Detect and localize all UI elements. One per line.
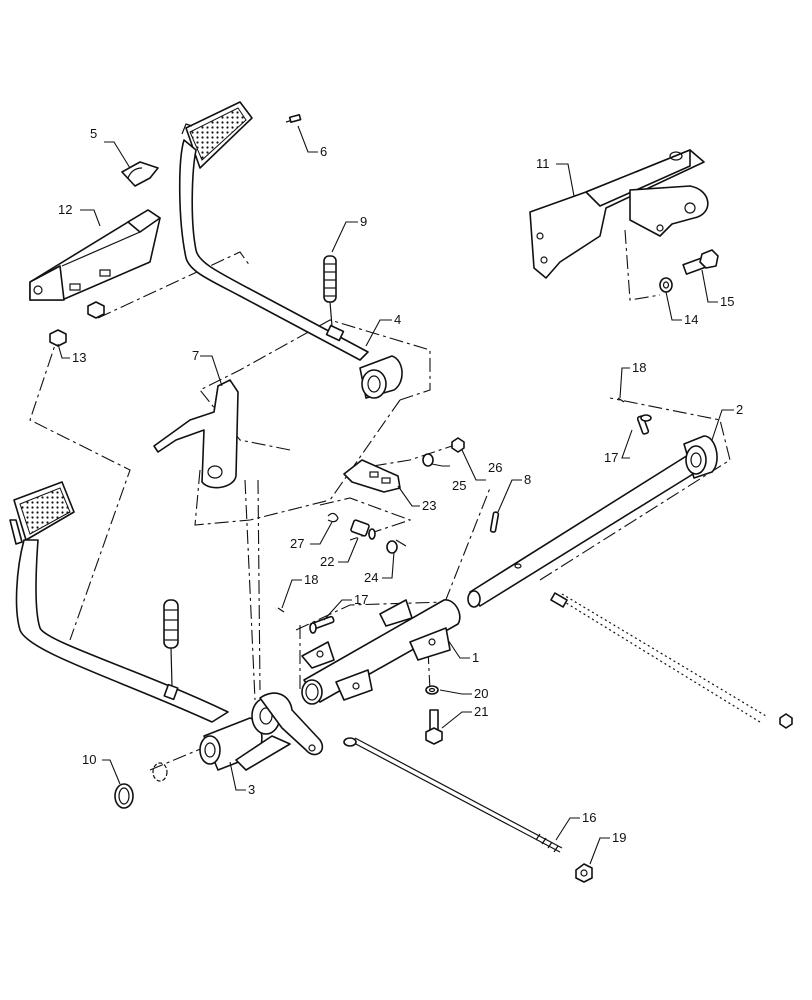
- callout-leaders: [57, 125, 734, 865]
- switch-part-22: [350, 519, 376, 540]
- cotter-pin-part-18-upper: [617, 397, 625, 403]
- snap-ring-part-10: [114, 762, 168, 809]
- bracket-part-23: [343, 459, 401, 493]
- bolt-part-15: [682, 249, 719, 275]
- callout-2: 2: [736, 402, 743, 417]
- callout-24: 24: [364, 570, 378, 585]
- washer-part-20: [425, 685, 439, 695]
- callout-14: 14: [684, 312, 698, 327]
- cotter-pin-part-18-lower: [277, 607, 285, 613]
- callout-18-upper: 18: [632, 360, 646, 375]
- callout-9: 9: [360, 214, 367, 229]
- callout-labels: 5 6 12 9 11 13 14 15 4 7 18 2 17 26 25 2…: [58, 126, 743, 845]
- callout-25: 25: [452, 478, 466, 493]
- spring-lower: [163, 599, 179, 687]
- shaft-part-2: [467, 435, 718, 608]
- bolt-part-21: [425, 709, 443, 745]
- washer-part-25: [422, 453, 434, 467]
- rod-part-16: [343, 737, 563, 853]
- callout-15: 15: [720, 294, 734, 309]
- nut-part-19: [575, 863, 593, 883]
- callout-20: 20: [474, 686, 488, 701]
- bracket-part-7: [153, 379, 239, 489]
- callout-17-upper: 17: [604, 450, 618, 465]
- tube-part-1: [301, 599, 461, 705]
- clevis-pin-part-17-lower: [309, 615, 335, 634]
- callout-22: 22: [320, 554, 334, 569]
- bracket-part-11: [529, 149, 709, 279]
- nut-part-26: [451, 437, 465, 453]
- callout-10: 10: [82, 752, 96, 767]
- callout-4: 4: [394, 312, 401, 327]
- callout-17-lower: 17: [354, 592, 368, 607]
- clip-part-5: [121, 161, 159, 187]
- screw-part-24: [386, 539, 407, 554]
- pin-part-8: [489, 511, 500, 533]
- pedal-upper-part-4: [178, 101, 403, 399]
- callout-21: 21: [474, 704, 488, 719]
- clip-part-27: [327, 512, 339, 523]
- bracket-part-12: [29, 209, 161, 301]
- callout-18-lower: 18: [304, 572, 318, 587]
- callout-6: 6: [320, 144, 327, 159]
- rod-end-right: [550, 592, 793, 729]
- callout-27: 27: [290, 536, 304, 551]
- callout-12: 12: [58, 202, 72, 217]
- callout-26: 26: [488, 460, 502, 475]
- callout-16: 16: [582, 810, 596, 825]
- callout-1: 1: [472, 650, 479, 665]
- callout-7: 7: [192, 348, 199, 363]
- spring-part-9: [323, 255, 337, 327]
- nut-part-13: [49, 301, 105, 347]
- pin-part-6: [285, 113, 302, 123]
- washer-part-14: [659, 277, 673, 293]
- clevis-pin-part-17-upper: [636, 414, 652, 435]
- callout-8: 8: [524, 472, 531, 487]
- callout-19: 19: [612, 830, 626, 845]
- callout-23: 23: [422, 498, 436, 513]
- callout-11: 11: [536, 156, 550, 171]
- pedal-lower-part-3: [9, 481, 324, 771]
- callout-13: 13: [72, 350, 86, 365]
- callout-5: 5: [90, 126, 97, 141]
- callout-3: 3: [248, 782, 255, 797]
